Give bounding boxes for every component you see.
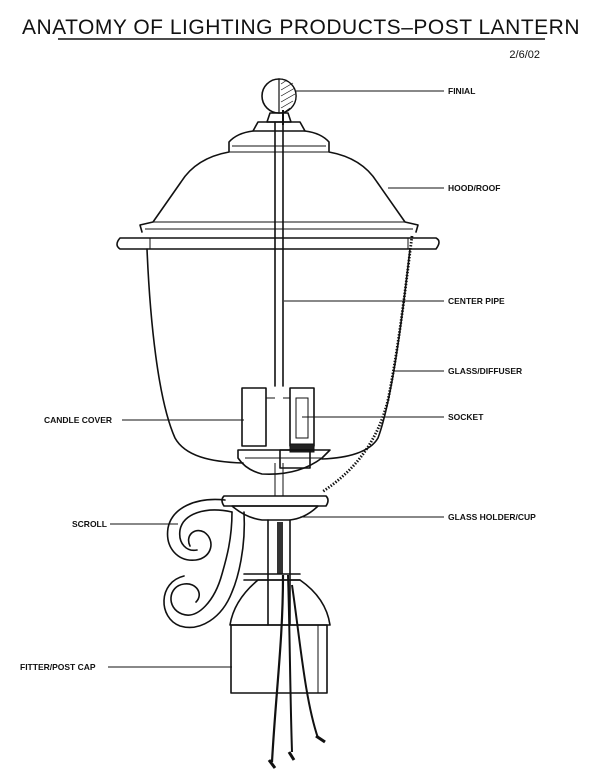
hood-roof-part — [116, 130, 440, 250]
label-glass-holder-cup: GLASS HOLDER/CUP — [448, 512, 536, 522]
label-fitter-post-cap: FITTER/POST CAP — [20, 662, 96, 672]
label-candle-cover: CANDLE COVER — [44, 415, 112, 425]
label-hood-roof: HOOD/ROOF — [448, 183, 500, 193]
glass-holder-cup-part — [221, 495, 329, 521]
side-wire-chain — [321, 235, 414, 494]
finial-part — [252, 78, 306, 132]
label-glass-diffuser: GLASS/DIFFUSER — [448, 366, 522, 376]
label-center-pipe: CENTER PIPE — [448, 296, 505, 306]
label-scroll: SCROLL — [72, 519, 107, 529]
lead-wires — [267, 574, 326, 769]
diagram-date: 2/6/02 — [509, 49, 540, 61]
diagram-title: ANATOMY OF LIGHTING PRODUCTS–POST LANTER… — [22, 16, 580, 39]
fitter-post-cap-part — [229, 579, 331, 694]
post-pipe — [267, 463, 291, 626]
socket-part — [279, 443, 315, 469]
label-socket: SOCKET — [448, 412, 484, 422]
label-finial: FINIAL — [448, 86, 475, 96]
glass-diffuser-part — [146, 248, 411, 464]
center-pipe-part — [274, 110, 284, 387]
inner-cup — [237, 449, 331, 475]
